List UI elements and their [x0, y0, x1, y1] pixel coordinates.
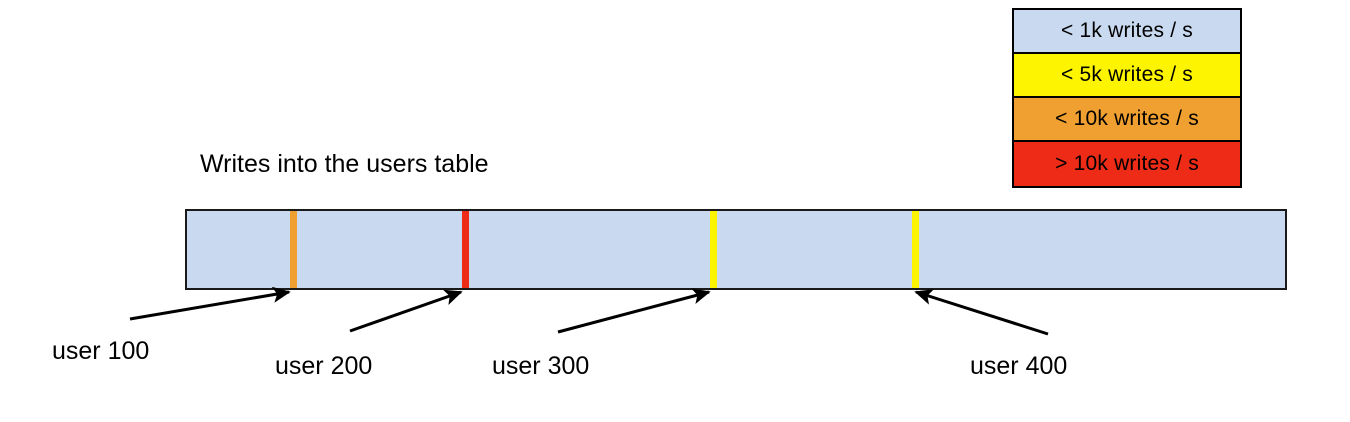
callout-label-user-300: user 300 [492, 352, 590, 380]
legend-label: < 1k writes / s [1061, 19, 1193, 42]
chart-title: Writes into the users table [200, 150, 489, 178]
callout-label-user-100: user 100 [52, 337, 150, 365]
callout-label-user-400: user 400 [970, 352, 1068, 380]
legend-row[interactable]: < 1k writes / s [1014, 10, 1240, 54]
legend-label: > 10k writes / s [1055, 152, 1199, 175]
callout-label-user-200: user 200 [275, 352, 373, 380]
user-200-stripe[interactable] [462, 211, 469, 288]
legend-label: < 5k writes / s [1061, 63, 1193, 86]
callout-arrow [914, 289, 1049, 336]
callout-arrow [557, 288, 711, 334]
callout-arrow [349, 289, 463, 333]
legend-row[interactable]: < 5k writes / s [1014, 54, 1240, 98]
user-100-stripe[interactable] [290, 211, 297, 288]
legend-row[interactable]: > 10k writes / s [1014, 142, 1240, 186]
callout-arrow [129, 286, 291, 321]
users-table-bar [185, 209, 1287, 290]
legend: < 1k writes / s < 5k writes / s < 10k writ… [1012, 8, 1242, 188]
user-300-stripe[interactable] [710, 211, 717, 288]
legend-label: < 10k writes / s [1055, 107, 1199, 130]
legend-row[interactable]: < 10k writes / s [1014, 98, 1240, 142]
user-400-stripe[interactable] [912, 211, 919, 288]
